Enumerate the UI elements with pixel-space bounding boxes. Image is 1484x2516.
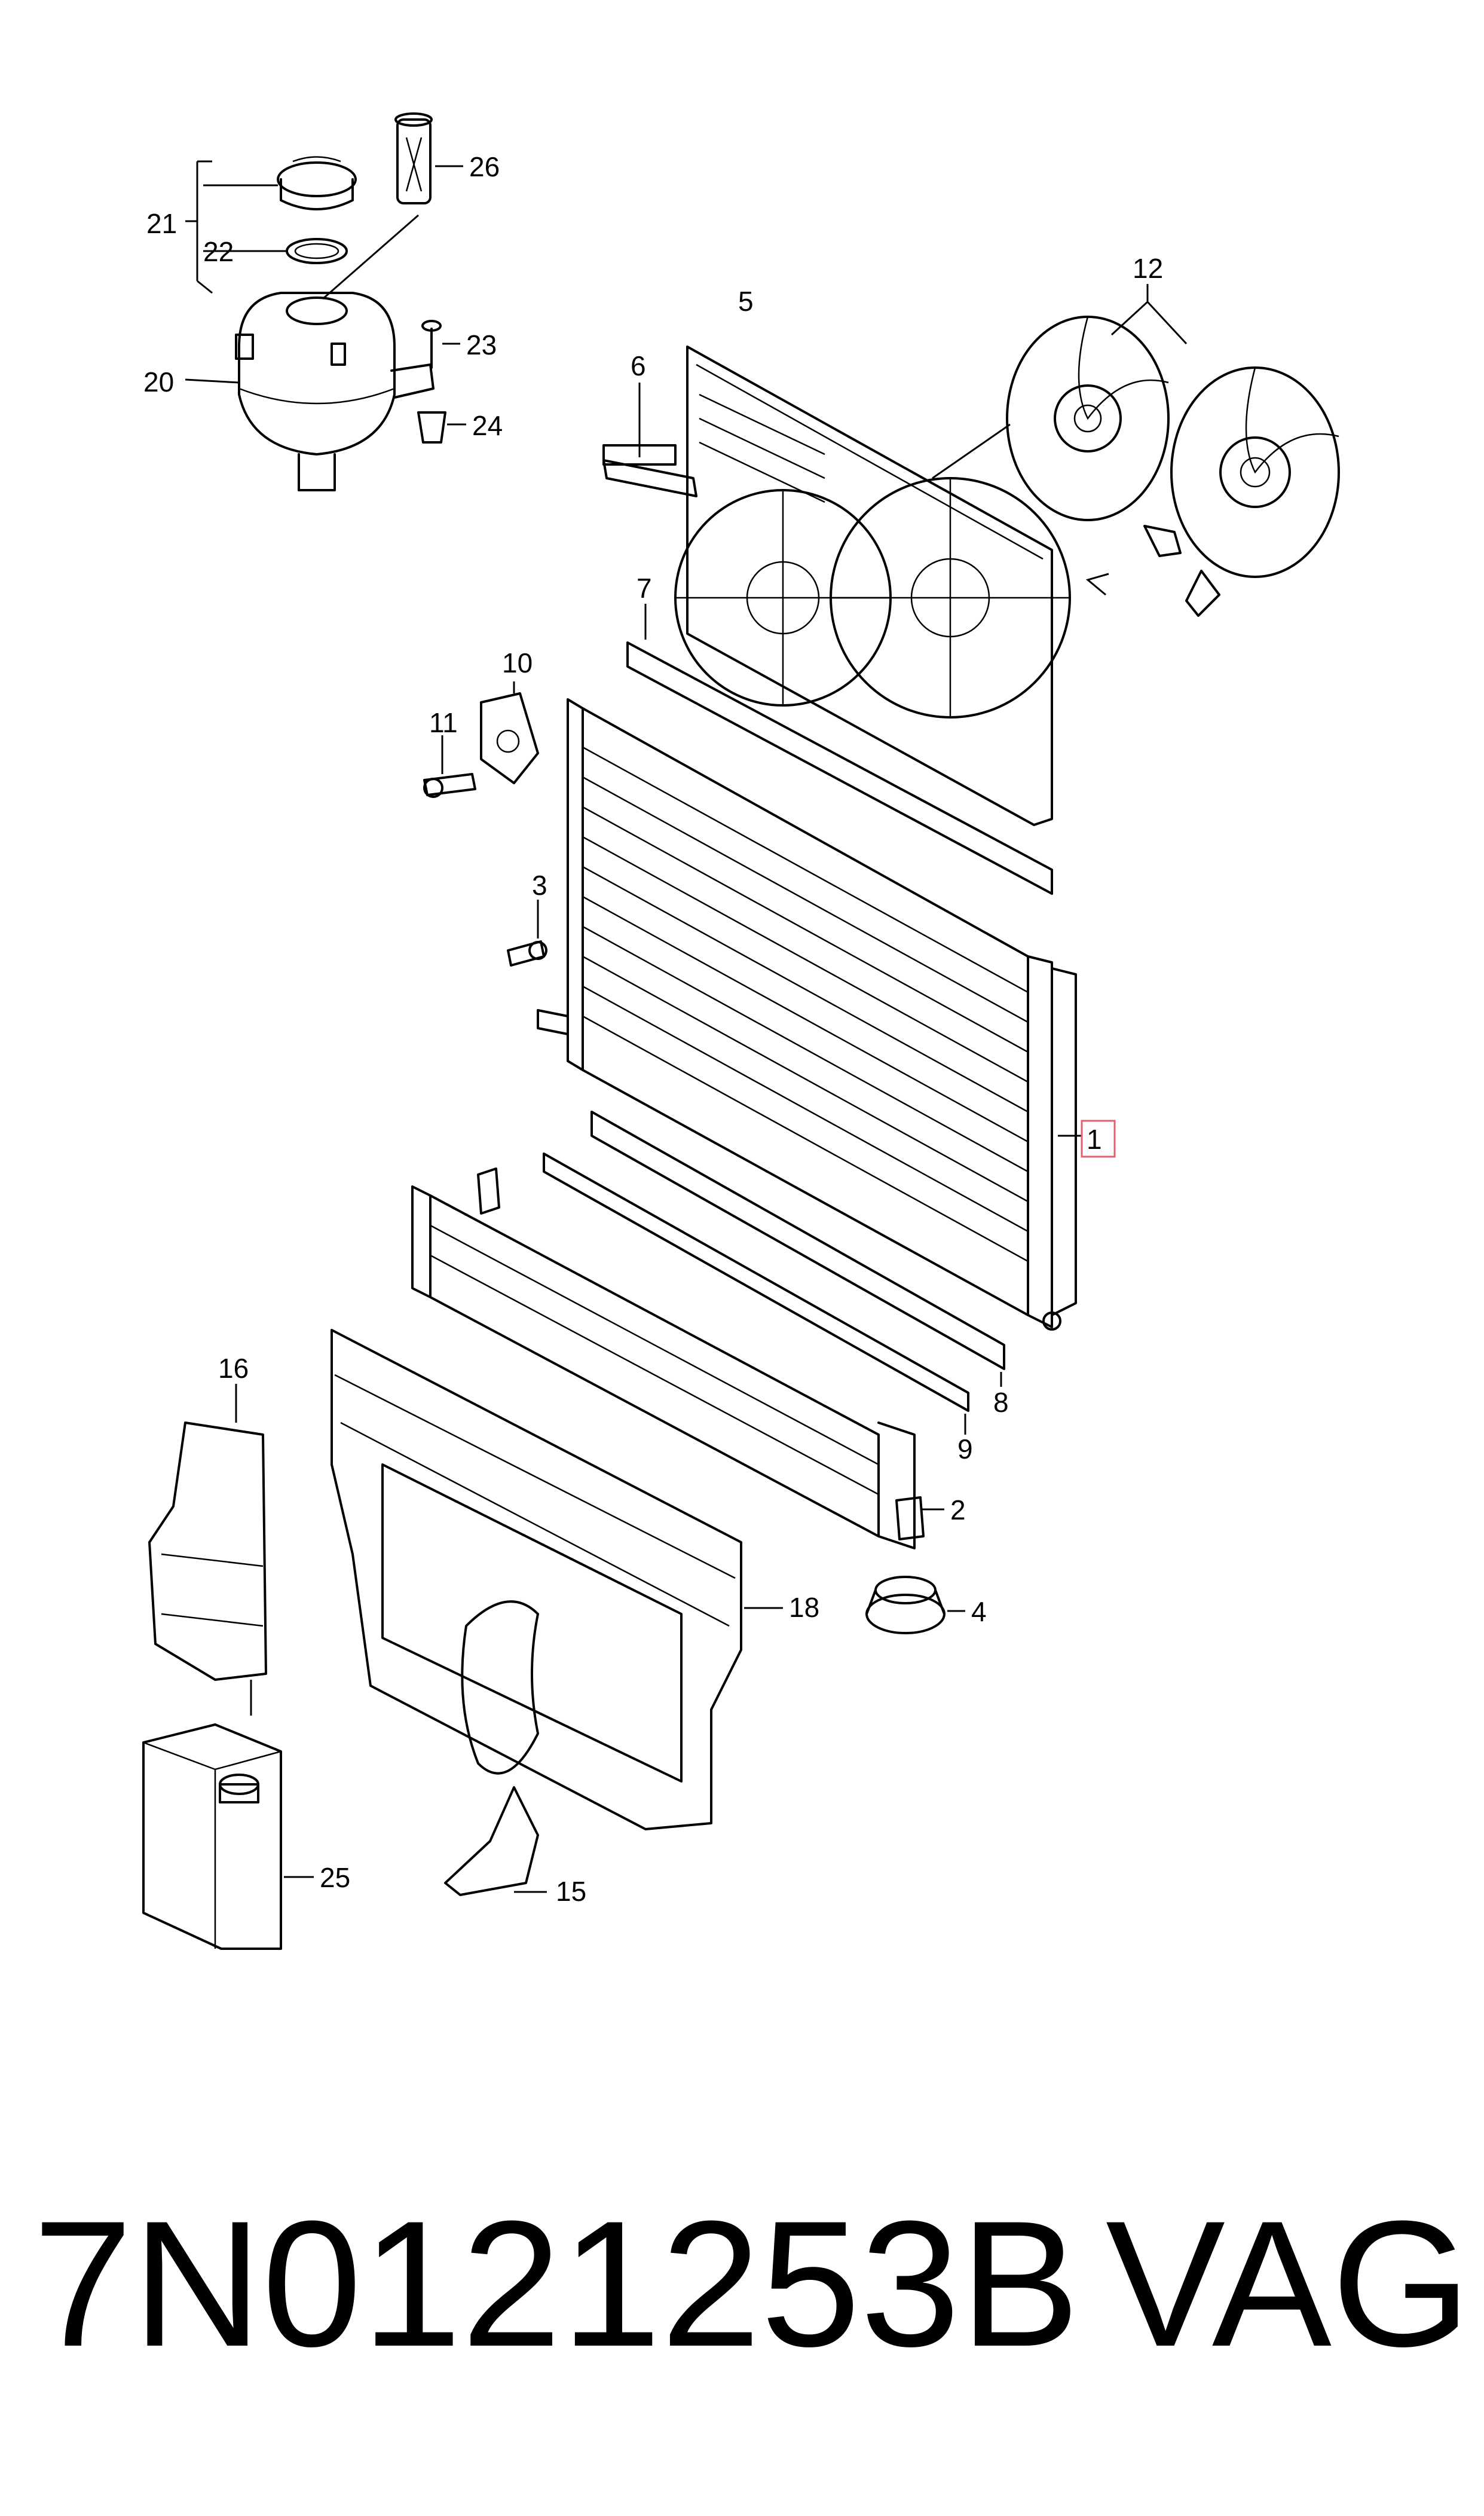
callout-label: 3 xyxy=(532,870,547,901)
seal-strips xyxy=(602,383,1053,895)
callout-label: 25 xyxy=(320,1862,350,1893)
radiator xyxy=(537,698,1082,1331)
callout-label: 20 xyxy=(143,366,174,398)
mount-bracket xyxy=(423,681,547,967)
expansion-tank xyxy=(185,112,466,491)
callout-label: 18 xyxy=(789,1592,819,1623)
callout-label: 6 xyxy=(631,350,646,381)
callout-label: 12 xyxy=(1133,253,1163,284)
air-guide-lower xyxy=(444,1786,547,1896)
lock-carrier xyxy=(331,1329,783,1830)
callout-label: 21 xyxy=(146,208,177,239)
callout-label: 22 xyxy=(203,236,234,267)
callout-label: 23 xyxy=(466,329,497,360)
rubber-grommet xyxy=(865,1576,965,1634)
callout-label: 8 xyxy=(993,1387,1009,1418)
callout-label: 10 xyxy=(502,647,533,678)
callout-label: 9 xyxy=(957,1433,973,1465)
callout-label: 16 xyxy=(218,1353,249,1384)
brand-name: VAG xyxy=(1106,2183,1471,2384)
cooling-fans xyxy=(932,284,1340,617)
intercooler xyxy=(411,1167,944,1549)
callout-label: 24 xyxy=(472,410,503,441)
fan-shroud xyxy=(602,346,1071,826)
caption: 7N0121253B VAG xyxy=(0,2188,1484,2379)
air-guide-side xyxy=(148,1384,267,1716)
lower-seal-strips xyxy=(543,1111,1005,1435)
callout-label: 2 xyxy=(950,1494,966,1526)
part-number: 7N0121253B xyxy=(33,2183,1080,2384)
callout-label: 7 xyxy=(637,573,652,604)
callout-label: 5 xyxy=(738,286,754,317)
coolant-canister xyxy=(142,1723,314,1950)
callout-1-highlight xyxy=(1081,1120,1116,1158)
callout-label: 11 xyxy=(429,707,458,738)
callout-label: 1 xyxy=(1087,1124,1102,1155)
callout-label: 15 xyxy=(556,1876,586,1907)
callout-label: 26 xyxy=(469,151,500,182)
callout-labels: 1 2 3 4 5 6 7 8 9 10 11 12 15 16 18 20 2… xyxy=(143,151,1163,1907)
callout-label: 4 xyxy=(971,1596,987,1627)
